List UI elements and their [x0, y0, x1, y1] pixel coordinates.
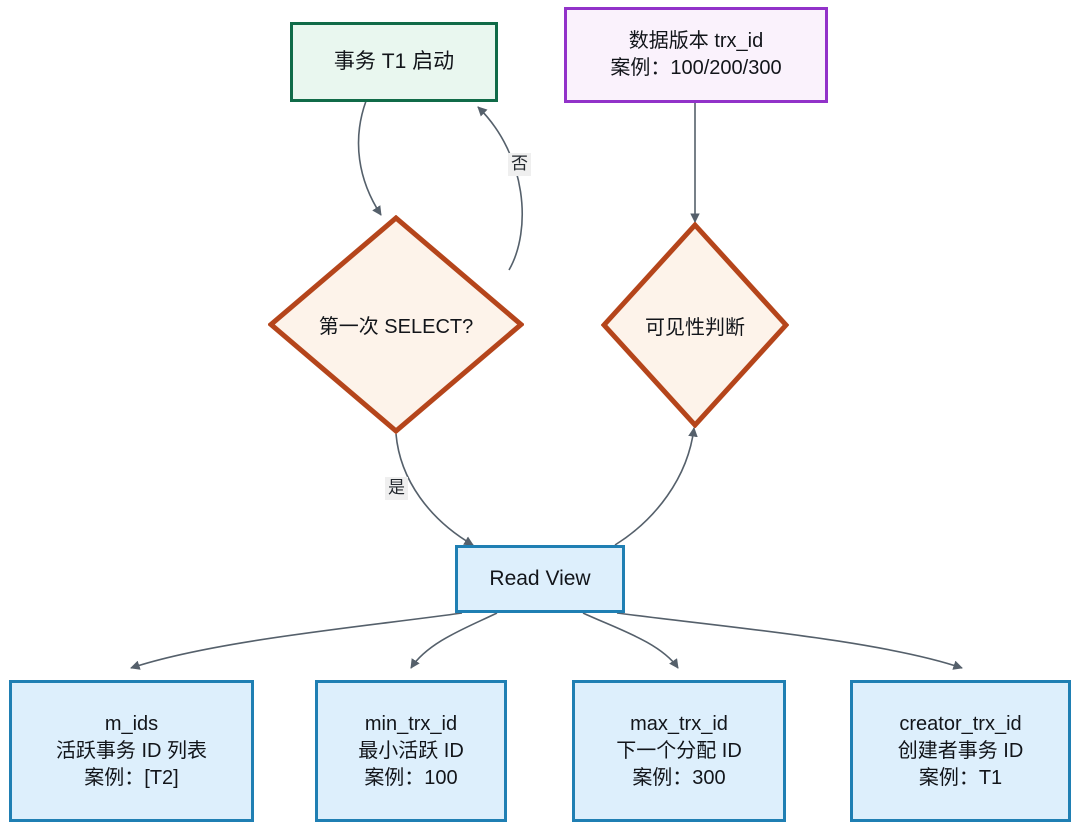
- node-max-trx-id-line3: 案例：300: [632, 766, 726, 789]
- first-select-diamond-shape: [268, 215, 524, 434]
- node-min-trx-id-line3: 案例：100: [364, 766, 458, 789]
- node-data-version-line2: 案例：100/200/300: [610, 57, 782, 79]
- edge-read-view-to-max-trx-id: [582, 612, 679, 669]
- node-transaction-start[interactable]: 事务 T1 启动: [290, 22, 498, 102]
- node-visibility-check-label: 可见性判断: [645, 316, 745, 339]
- node-m-ids-line2: 活跃事务 ID 列表: [55, 739, 208, 762]
- node-creator-trx-id-line1: creator_trx_id: [899, 712, 1022, 735]
- node-min-trx-id[interactable]: min_trx_id 最小活跃 ID 案例：100: [315, 680, 507, 822]
- node-read-view-label: Read View: [489, 566, 591, 590]
- node-min-trx-id-line1: min_trx_id: [364, 712, 458, 735]
- node-m-ids[interactable]: m_ids 活跃事务 ID 列表 案例：[T2]: [9, 680, 254, 822]
- node-max-trx-id-line2: 下一个分配 ID: [616, 739, 742, 762]
- node-min-trx-id-line2: 最小活跃 ID: [358, 739, 464, 762]
- edge-start-to-first-select: [357, 100, 382, 216]
- edge-read-view-to-min-trx-id: [410, 612, 498, 669]
- node-creator-trx-id-line3: 案例：T1: [918, 766, 1003, 789]
- node-m-ids-line3: 案例：[T2]: [84, 766, 179, 789]
- edge-label-no: 否: [508, 153, 531, 176]
- edge-label-yes: 是: [385, 477, 408, 500]
- visibility-check-diamond-shape: [601, 222, 789, 428]
- edge-read-view-to-visibility: [614, 427, 698, 546]
- node-first-select-label: 第一次 SELECT?: [318, 316, 474, 338]
- node-creator-trx-id-line2: 创建者事务 ID: [897, 739, 1024, 762]
- node-first-select[interactable]: 第一次 SELECT?: [268, 215, 524, 434]
- node-max-trx-id[interactable]: max_trx_id 下一个分配 ID 案例：300: [572, 680, 786, 822]
- node-transaction-start-label: 事务 T1 启动: [333, 49, 455, 73]
- node-max-trx-id-line1: max_trx_id: [630, 712, 728, 735]
- node-data-version-line1: 数据版本 trx_id: [628, 30, 764, 52]
- node-read-view[interactable]: Read View: [455, 545, 625, 613]
- edge-read-view-to-m-ids: [130, 612, 463, 670]
- edge-read-view-to-creator-trx-id: [616, 612, 963, 670]
- node-creator-trx-id[interactable]: creator_trx_id 创建者事务 ID 案例：T1: [850, 680, 1071, 822]
- node-data-version[interactable]: 数据版本 trx_id 案例：100/200/300: [564, 7, 828, 103]
- node-m-ids-line1: m_ids: [104, 712, 159, 735]
- node-visibility-check[interactable]: 可见性判断: [601, 222, 789, 428]
